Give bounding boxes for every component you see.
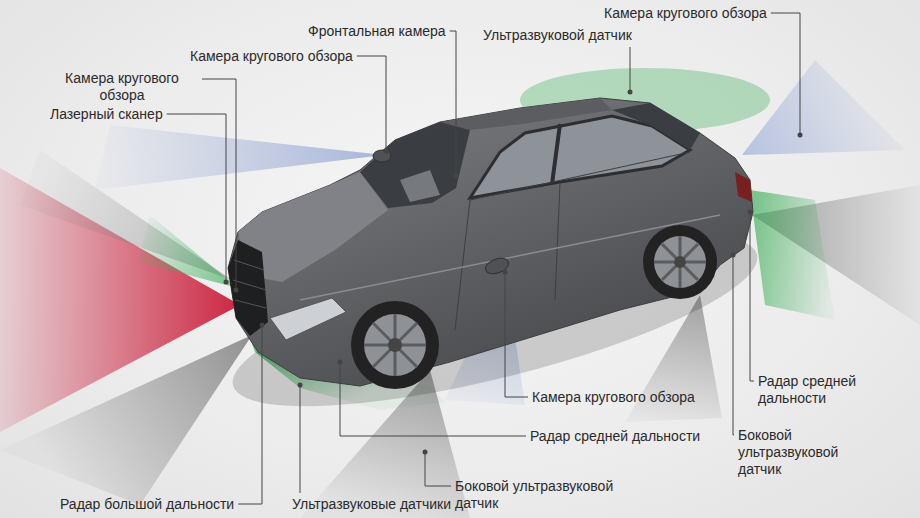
- leader-line: [630, 47, 631, 92]
- car-headlight: [270, 298, 346, 340]
- leader-dot: [224, 280, 229, 285]
- sensor-label: Радар средней дальности: [530, 428, 700, 445]
- leader-line: [238, 325, 262, 504]
- leader-dot: [298, 383, 303, 388]
- leader-line: [450, 31, 456, 176]
- sensor-label: Радар средней дальности: [758, 373, 868, 407]
- leader-dot: [454, 174, 459, 179]
- sensor-label: Ультразвуковой датчик: [483, 27, 632, 44]
- leader-dot: [423, 450, 428, 455]
- car-grille: [228, 240, 268, 336]
- leader-dot: [731, 253, 736, 258]
- car-rim-spoke: [654, 236, 706, 288]
- ultrasonic-zone: [138, 215, 238, 288]
- car-windshield: [360, 122, 470, 208]
- car-rear-window: [612, 103, 700, 150]
- sensor-label: Камера кругового обзора: [46, 70, 198, 104]
- leader-line: [750, 212, 754, 381]
- sensor-label: Камера кругового обзора: [532, 389, 695, 406]
- car-rim-spoke: [364, 314, 426, 376]
- car-grille-bar: [233, 260, 266, 308]
- camera-cone: [742, 60, 905, 155]
- leader-line: [357, 56, 386, 151]
- sensor-label: Лазерный сканер: [50, 106, 163, 123]
- car-wheel: [351, 301, 439, 389]
- car-wheel: [643, 225, 717, 299]
- leader-dot: [234, 288, 239, 293]
- sensor-label: Камера кругового обзора: [190, 48, 353, 65]
- leader-dot: [384, 149, 389, 154]
- car-body: [228, 98, 753, 386]
- car-mirror: [483, 255, 510, 276]
- sensor-label: Радар большой дальности: [60, 496, 234, 513]
- leader-line: [167, 114, 226, 282]
- sensor-label: Боковой ультразвуковой датчик: [738, 427, 853, 478]
- sensor-label: Ультразвуковые датчики: [292, 496, 451, 513]
- sensor-label: Фронтальная камера: [308, 23, 446, 40]
- leader-line: [300, 385, 301, 493]
- leader-line: [340, 362, 526, 436]
- leader-line: [505, 272, 528, 397]
- leader-line: [733, 255, 734, 435]
- sensor-label: Камера кругового обзора: [604, 5, 767, 22]
- car-tail-light: [735, 172, 752, 202]
- leader-line: [425, 452, 451, 486]
- leader-dot: [798, 133, 803, 138]
- leader-dot: [628, 90, 633, 95]
- car-body-crease: [300, 215, 720, 300]
- car-seat: [400, 170, 440, 202]
- car-pillar: [552, 124, 560, 184]
- leader-dot: [338, 360, 343, 365]
- ultrasonic-zone: [750, 190, 835, 320]
- leader-line: [771, 13, 800, 135]
- car-rim: [654, 236, 706, 288]
- leader-dot: [748, 210, 753, 215]
- leader-dot: [260, 323, 265, 328]
- leader-dot: [503, 270, 508, 275]
- car-hub: [674, 256, 686, 268]
- car-hub: [388, 338, 402, 352]
- car-rim: [364, 314, 426, 376]
- sensor-label: Боковой ультразвуковой датчик: [455, 478, 630, 512]
- sensor-cone: [0, 335, 252, 505]
- leader-line: [202, 79, 236, 290]
